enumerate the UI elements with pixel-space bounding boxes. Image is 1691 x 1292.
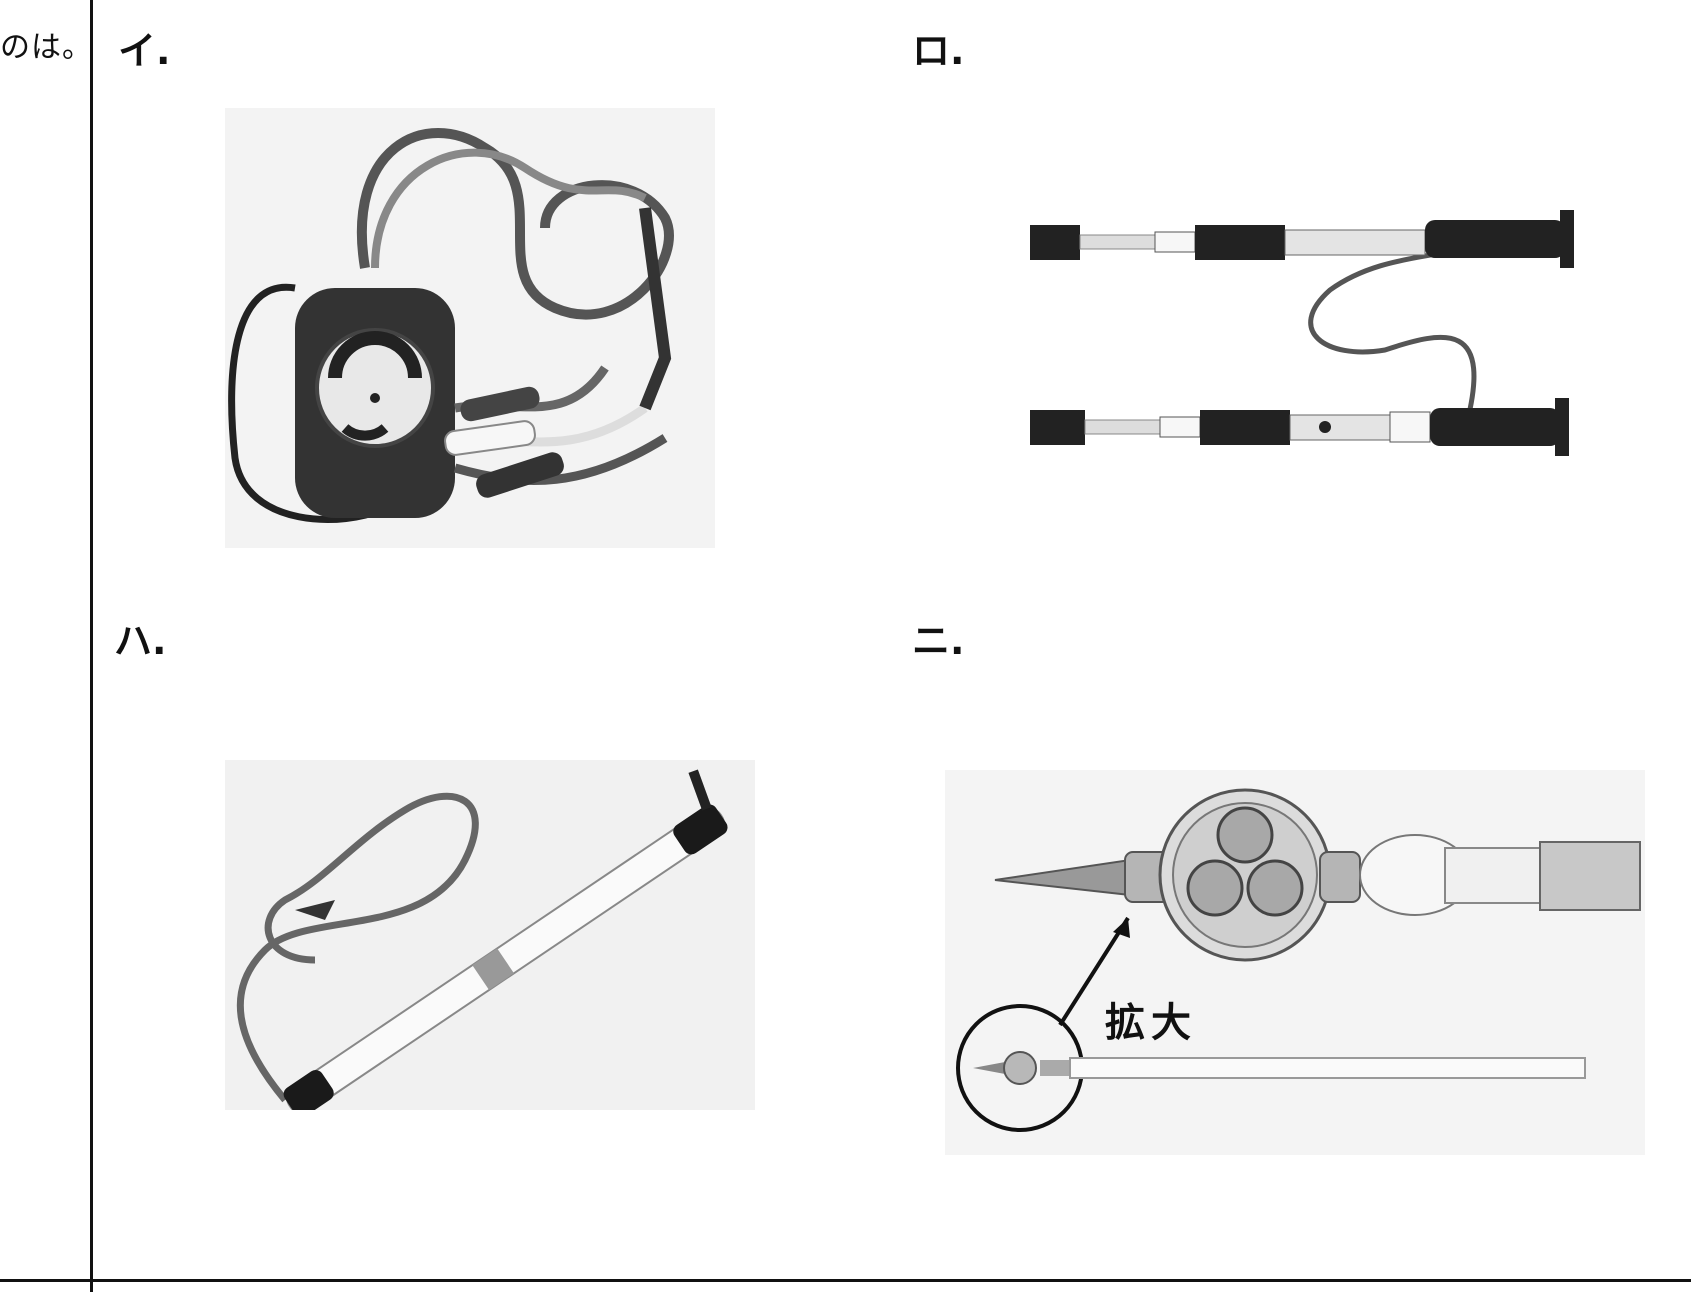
option-label-i[interactable]: イ.	[118, 29, 171, 73]
probe-icon	[945, 770, 1645, 1155]
tester-icon	[225, 108, 715, 548]
bottom-rule	[0, 1279, 1691, 1282]
option-label-ha[interactable]: ハ.	[114, 619, 167, 663]
option-label-ro[interactable]: ロ.	[912, 29, 965, 73]
option-label-ni[interactable]: ニ.	[912, 619, 965, 663]
column-divider	[90, 0, 93, 1292]
detector-icon	[1025, 180, 1600, 480]
question-text-tail: のは。	[0, 30, 93, 65]
zoom-label: 拡大	[1105, 1000, 1197, 1046]
rod-icon	[225, 760, 755, 1110]
